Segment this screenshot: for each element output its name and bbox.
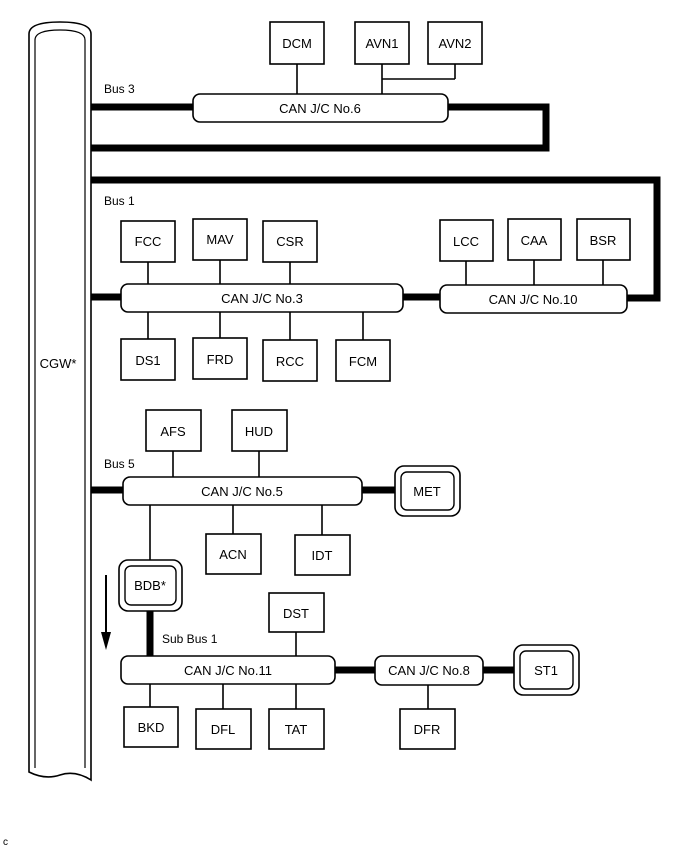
bus1-group: Bus 1 CAN J/C No.3 CAN J/C No.10 FCC MAV… [91,176,661,382]
ecu-idt [294,534,351,576]
ecu-avn1 [354,21,410,65]
jc6-box [192,93,449,123]
ecu-acn-label: ACN [219,547,246,562]
direction-arrow-head [101,632,111,650]
ecu-tat-label: TAT [285,722,308,737]
ecu-dfl-label: DFL [211,722,236,737]
ecu-avn1-label: AVN1 [366,36,399,51]
jc5-label: CAN J/C No.5 [201,484,283,499]
ecu-lcc [439,219,494,262]
jc5-box [122,476,363,506]
cgw-label: CGW* [40,356,77,371]
ecu-afs [145,409,202,452]
ecu-bsr [576,218,631,261]
corner-mark: c [3,837,8,848]
ecu-dfr-label: DFR [414,722,441,737]
ecu-lcc-label: LCC [453,234,479,249]
ecu-hud-label: HUD [245,424,273,439]
ecu-fcc-label: FCC [135,234,162,249]
ecu-bkd [123,706,179,748]
cgw-gateway: CGW* [28,21,92,782]
bus3-return-line [91,103,550,152]
jc8-label: CAN J/C No.8 [388,663,470,678]
ecu-ds1 [120,338,176,381]
ecu-mav [192,218,248,261]
ecu-fcc [120,220,176,263]
ecu-bdb-label: BDB* [134,578,166,593]
sub-bus1-group: BDB* Sub Bus 1 CAN J/C No.11 CAN J/C No.… [101,559,580,750]
bus3-label: Bus 3 [104,82,135,96]
ecu-dst [268,592,325,633]
ecu-rcc [262,339,318,382]
ecu-st1-label: ST1 [534,663,558,678]
jc3-label: CAN J/C No.3 [221,291,303,306]
ecu-fcm-label: FCM [349,354,377,369]
ecu-mav-label: MAV [206,232,234,247]
bus1-return-line [91,176,661,302]
ecu-dfl [195,708,252,750]
ecu-rcc-label: RCC [276,354,304,369]
ecu-dcm [269,21,325,65]
ecu-csr-label: CSR [276,234,303,249]
bus5-group: Bus 5 CAN J/C No.5 AFS HUD MET ACN IDT [91,409,461,576]
ecu-dcm-label: DCM [282,36,312,51]
ecu-avn2-label: AVN2 [439,36,472,51]
ecu-caa-label: CAA [521,233,548,248]
ecu-dst-label: DST [283,606,309,621]
ecu-avn2 [427,21,483,65]
ecu-tat [268,708,325,750]
ecu-dfr [399,708,456,750]
ecu-frd [192,337,248,380]
ecu-fcm [335,339,391,382]
jc3-box [120,283,404,313]
jc11-label: CAN J/C No.11 [184,663,272,678]
ecu-frd-label: FRD [207,352,234,367]
ecu-idt-label: IDT [312,548,333,563]
ecu-bkd-label: BKD [138,720,165,735]
ecu-bsr-label: BSR [590,233,617,248]
bus5-label: Bus 5 [104,457,135,471]
ecu-csr [262,220,318,263]
ecu-afs-label: AFS [160,424,186,439]
ecu-caa [507,218,562,261]
jc6-label: CAN J/C No.6 [279,101,361,116]
ecu-met-label: MET [413,484,441,499]
ecu-hud [231,409,288,452]
sub-bus1-label: Sub Bus 1 [162,632,218,646]
bus3-group: Bus 3 CAN J/C No.6 DCM AVN1 AVN2 [91,21,550,152]
jc10-label: CAN J/C No.10 [489,292,578,307]
bus1-label: Bus 1 [104,194,135,208]
ecu-ds1-label: DS1 [135,353,160,368]
ecu-acn [205,533,262,575]
